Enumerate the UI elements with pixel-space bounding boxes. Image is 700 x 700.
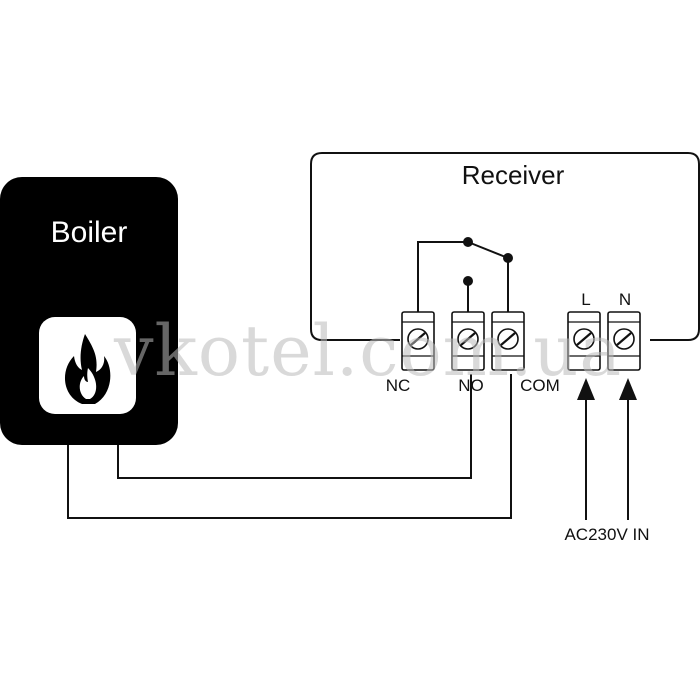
receiver: Receiver (310, 152, 700, 341)
flame-icon (64, 334, 111, 404)
boiler-label: Boiler (51, 216, 128, 249)
terminal-label-com: COM (520, 376, 560, 395)
terminal-label-n: N (619, 290, 631, 309)
terminal-label-nc: NC (386, 376, 411, 395)
receiver-outline (310, 152, 700, 341)
watermark: vkotel.com.ua (113, 310, 622, 392)
wire-boiler-to-com (67, 374, 512, 519)
boiler: Boiler (0, 177, 178, 445)
power-input-arrow-l (577, 378, 595, 520)
power-input-arrow-n (619, 378, 637, 520)
receiver-label: Receiver (462, 160, 565, 190)
relay-switch (417, 237, 513, 312)
wire-boiler-to-no (117, 374, 472, 479)
terminal-label-l: L (581, 290, 590, 309)
power-input-label: AC230V IN (564, 525, 649, 544)
